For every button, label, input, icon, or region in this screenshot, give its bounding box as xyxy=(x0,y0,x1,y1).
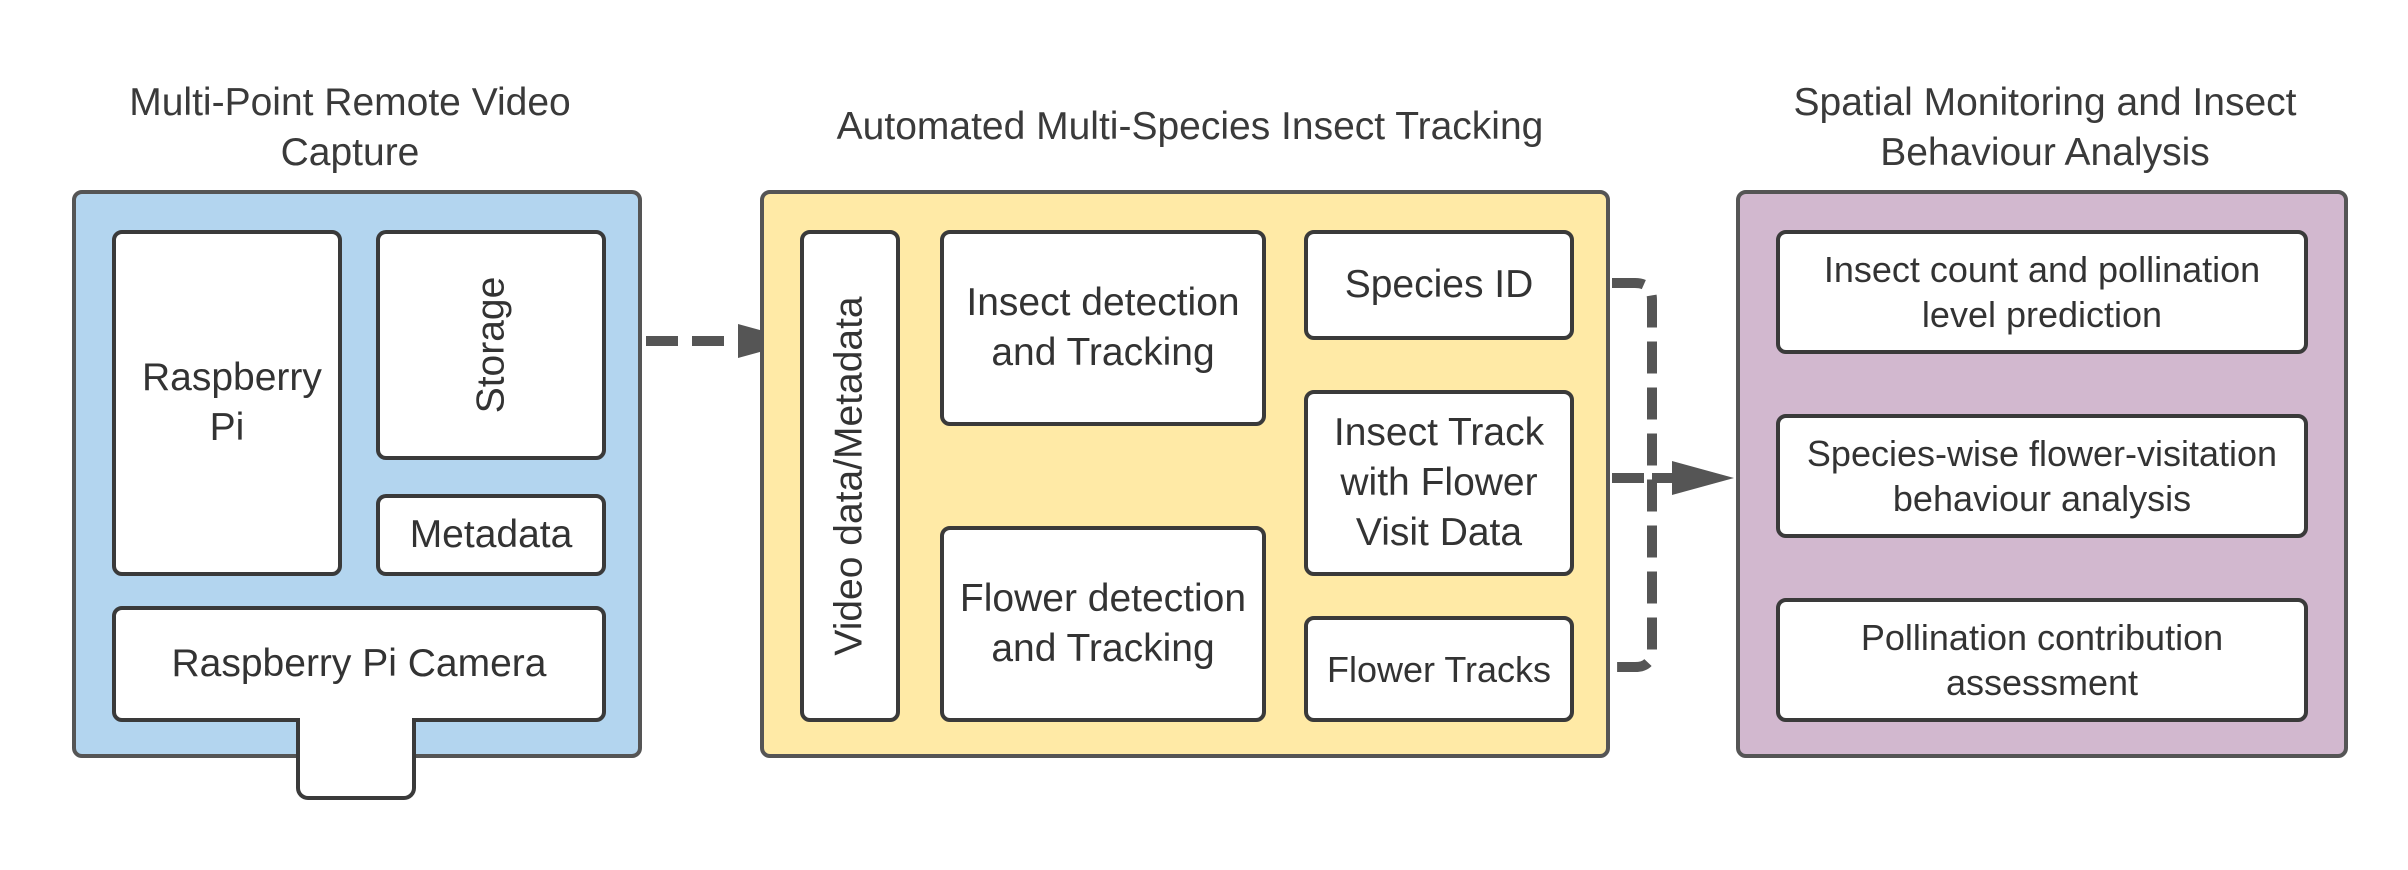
insect-detection-label: Insect detection and Tracking xyxy=(966,281,1240,374)
metadata-box: Metadata xyxy=(376,494,606,576)
capture-section-title: Multi-Point Remote Video Capture xyxy=(129,81,571,174)
analysis-item: Pollination contribution assessment xyxy=(1776,598,2308,722)
insect-track-label: Insect Track with Flower Visit Data xyxy=(1333,411,1545,554)
capture-panel: Raspberry Pi Storage Metadata Raspberry … xyxy=(72,190,642,758)
tracking-panel: Video data/Metadata Insect detection and… xyxy=(760,190,1610,758)
storage-label: Storage xyxy=(468,276,512,414)
flower-tracks-box: Flower Tracks xyxy=(1304,616,1574,722)
flower-detection-label: Flower detection and Tracking xyxy=(959,577,1247,670)
insect-track-box: Insect Track with Flower Visit Data xyxy=(1304,390,1574,576)
video-data-box: Video data/Metadata xyxy=(800,230,900,722)
metadata-label: Metadata xyxy=(409,513,573,556)
analysis-section-title: Spatial Monitoring and Insect Behaviour … xyxy=(1793,81,2297,174)
flower-detection-box: Flower detection and Tracking xyxy=(940,526,1266,722)
species-id-label: Species ID xyxy=(1344,263,1534,306)
analysis-item-label: Insect count and pollination level predi… xyxy=(1823,249,2261,335)
analysis-item-label: Pollination contribution assessment xyxy=(1860,617,2224,703)
analysis-panel: Insect count and pollination level predi… xyxy=(1736,190,2348,758)
storage-box: Storage xyxy=(376,230,606,460)
camera-label: Raspberry Pi Camera xyxy=(171,642,547,685)
analysis-item-label: Species-wise flower-visitation behaviour… xyxy=(1806,433,2278,519)
flower-tracks-label: Flower Tracks xyxy=(1326,648,1552,690)
raspberry-pi-box: Raspberry Pi xyxy=(112,230,342,576)
species-id-box: Species ID xyxy=(1304,230,1574,340)
analysis-item: Insect count and pollination level predi… xyxy=(1776,230,2308,354)
video-data-label: Video data/Metadata xyxy=(828,296,872,656)
camera-box: Raspberry Pi Camera xyxy=(112,606,606,722)
tracking-section-title: Automated Multi-Species Insect Tracking xyxy=(836,105,1544,148)
raspberry-pi-label: Raspberry Pi xyxy=(142,356,322,449)
insect-detection-box: Insect detection and Tracking xyxy=(940,230,1266,426)
analysis-item: Species-wise flower-visitation behaviour… xyxy=(1776,414,2308,538)
camera-lens-mount xyxy=(296,718,416,800)
